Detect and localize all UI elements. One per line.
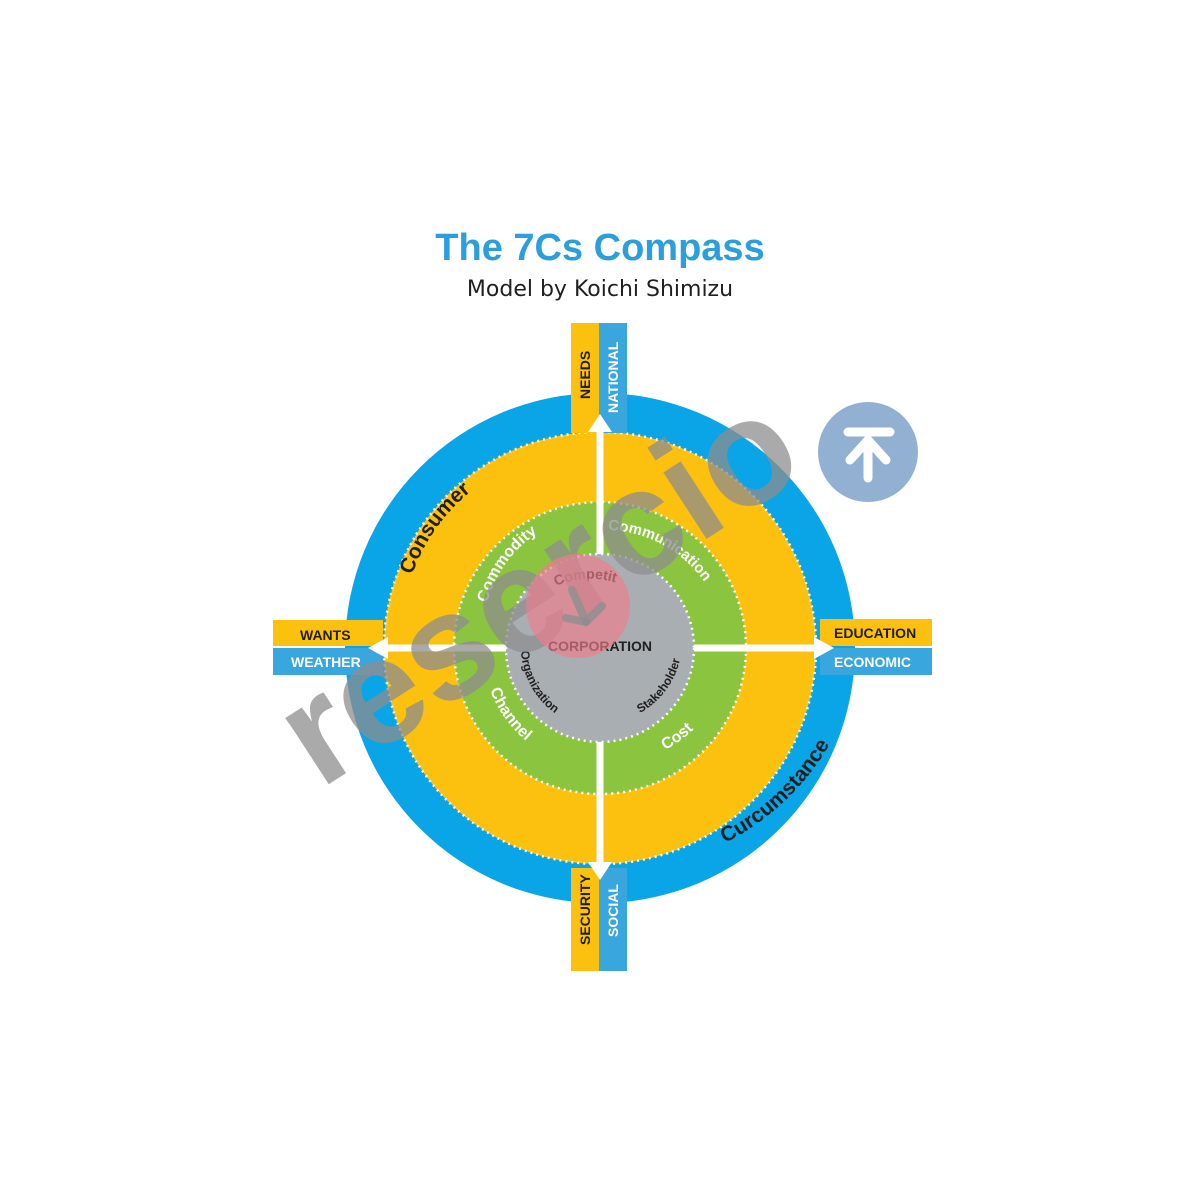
watermark-center-arrow-icon <box>562 586 606 626</box>
label-economic: ECONOMIC <box>834 654 911 670</box>
bottom-bar-blue <box>599 868 627 971</box>
top-bar-yellow <box>571 323 599 433</box>
arrow-right-head <box>814 637 834 659</box>
left-bar-yellow <box>273 620 383 646</box>
left-bar-blue <box>273 648 383 675</box>
right-bar-blue <box>820 648 932 675</box>
arrow-down-head <box>588 862 612 880</box>
label-national: NATIONAL <box>605 341 621 413</box>
label-security: SECURITY <box>577 874 593 945</box>
label-wants: WANTS <box>300 627 351 643</box>
label-weather: WEATHER <box>291 654 361 670</box>
arrow-left-head <box>368 637 388 659</box>
label-education: EDUCATION <box>834 625 916 641</box>
bottom-bar-yellow <box>571 868 599 971</box>
watermark-logo-arrow-icon <box>843 427 895 483</box>
page-title: The 7Cs Compass <box>435 227 764 269</box>
top-bar-blue <box>599 323 627 433</box>
label-social: SOCIAL <box>605 884 621 937</box>
right-bar-yellow <box>820 619 932 646</box>
arrow-up-head <box>588 414 612 432</box>
page-subtitle: Model by Koichi Shimizu <box>467 277 733 302</box>
label-needs: NEEDS <box>577 351 593 399</box>
